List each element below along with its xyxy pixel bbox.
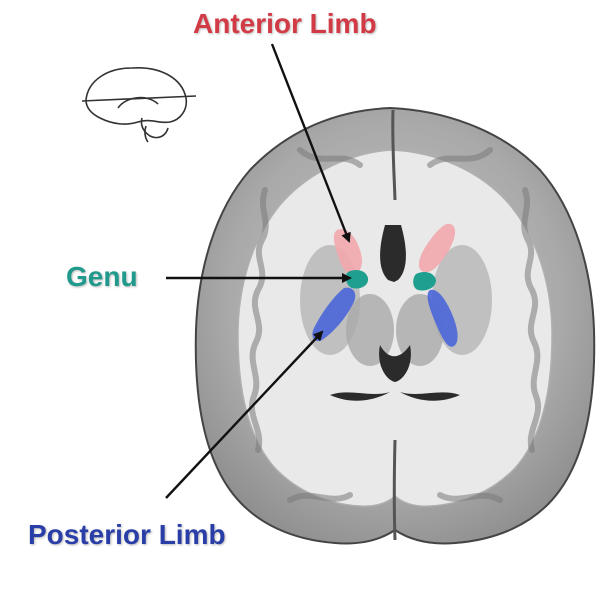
anterior-arrow [270,43,351,243]
posterior-arrow [165,330,324,499]
posterior-limb-region-left [312,287,356,342]
brain-sagittal-icon [81,67,197,143]
brain-axial-slice [194,106,596,545]
genu-region-right [413,272,436,291]
posterior-limb-label: Posterior Limb [28,519,226,550]
anterior-limb-label: Anterior Limb [193,8,377,39]
genu-region-left [345,270,369,289]
anterior-limb-region-right [418,223,456,273]
genu-label: Genu [66,261,138,292]
posterior-limb-region-right [427,289,458,347]
anterior-limb-region-left [333,229,362,275]
